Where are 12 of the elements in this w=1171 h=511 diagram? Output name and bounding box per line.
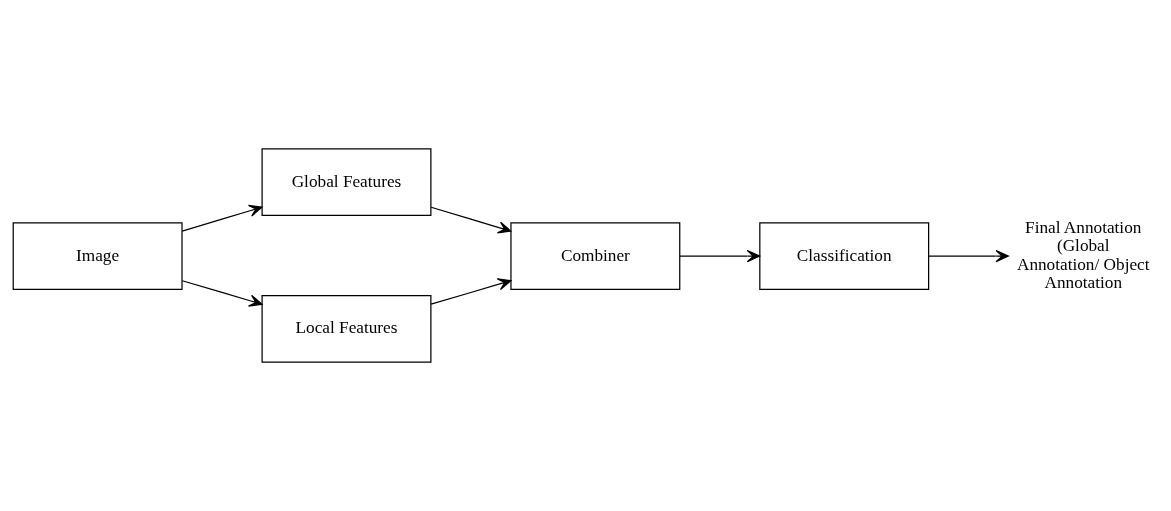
node-box: Classification — [759, 222, 930, 290]
arrow — [181, 280, 263, 307]
node-box: Global Features — [261, 148, 432, 217]
node-text: Final Annotation (Global Annotation/ Object Annotation — [1016, 217, 1150, 293]
arrow — [928, 249, 1010, 263]
node-box: Image — [12, 222, 183, 290]
arrow — [430, 278, 512, 305]
node-box: Local Features — [261, 294, 432, 363]
arrow — [679, 249, 761, 263]
arrow — [430, 206, 512, 234]
arrow — [181, 204, 263, 232]
node-box: Combiner — [510, 222, 681, 290]
